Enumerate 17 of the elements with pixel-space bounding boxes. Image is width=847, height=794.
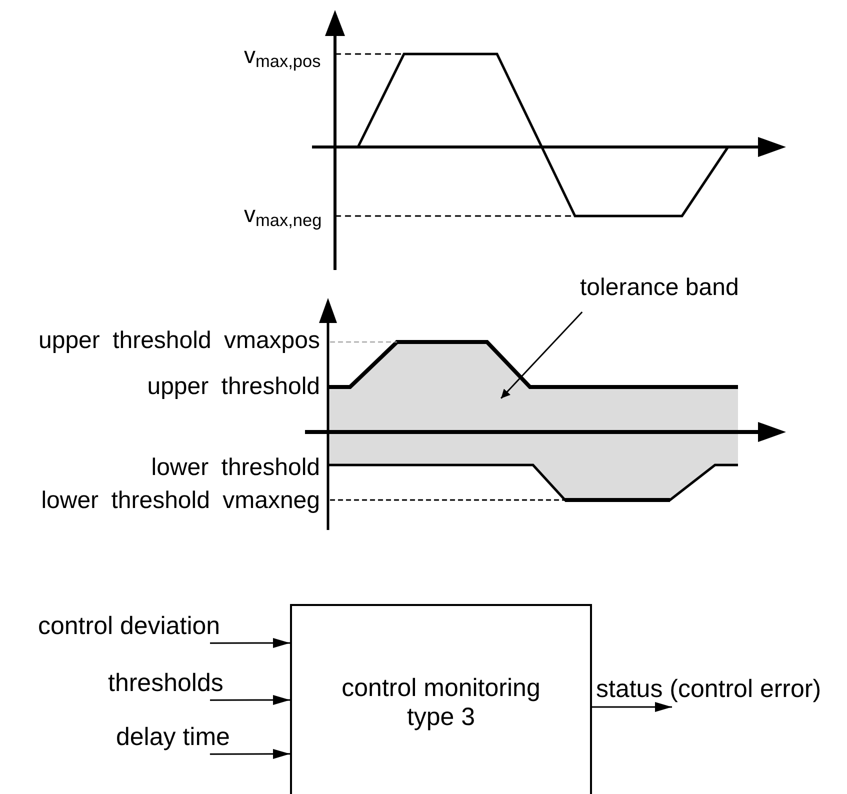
leader-line [500, 311, 583, 399]
input-label: control deviation [38, 614, 238, 644]
arrow [210, 638, 290, 648]
arrow [592, 702, 672, 712]
output-label: status (control error) [596, 677, 846, 707]
threshold-label: lower threshold vmaxneg [40, 489, 320, 513]
arrow [210, 748, 290, 759]
callout-text: tolerance band [580, 276, 795, 312]
process-block [290, 604, 592, 794]
input-label: delay time [116, 725, 238, 755]
block-label: control monitoring type 3 [340, 674, 542, 732]
threshold-label: upper threshold vmaxpos [38, 329, 320, 353]
threshold-label: upper threshold [146, 375, 320, 399]
input-label: thresholds [108, 671, 230, 701]
threshold-label: lower threshold [150, 456, 320, 480]
arrow [210, 694, 290, 705]
tolerance-band [328, 340, 740, 502]
